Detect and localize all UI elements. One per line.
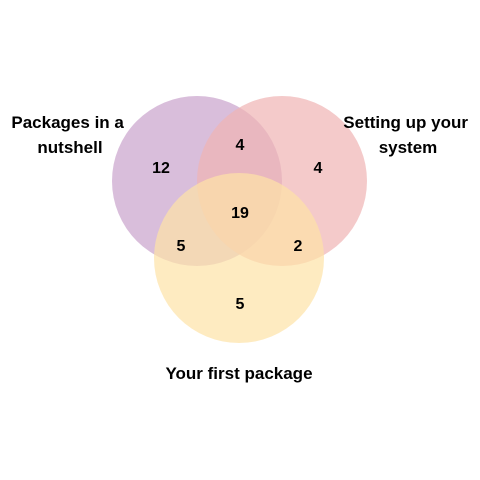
set-label-setting-up-your-system: Setting up your system (343, 113, 472, 157)
set-circle-your-first-package (154, 173, 324, 343)
region-count-system-and-first-package: 2 (294, 238, 303, 255)
set-label-line: Packages in a (11, 113, 124, 132)
region-count-packages-and-system: 4 (236, 137, 245, 154)
region-count-system-only: 4 (314, 160, 323, 177)
region-count-packages-only: 12 (152, 160, 170, 177)
set-label-your-first-package: Your first package (165, 364, 312, 383)
set-label-line: system (379, 138, 438, 157)
set-label-packages-in-a-nutshell: Packages in a nutshell (11, 113, 128, 157)
region-count-packages-and-first-package: 5 (177, 238, 186, 255)
region-count-first-package-only: 5 (236, 296, 245, 313)
region-count-all-three: 19 (231, 205, 249, 222)
set-label-line: Setting up your (343, 113, 468, 132)
set-label-line: nutshell (37, 138, 102, 157)
